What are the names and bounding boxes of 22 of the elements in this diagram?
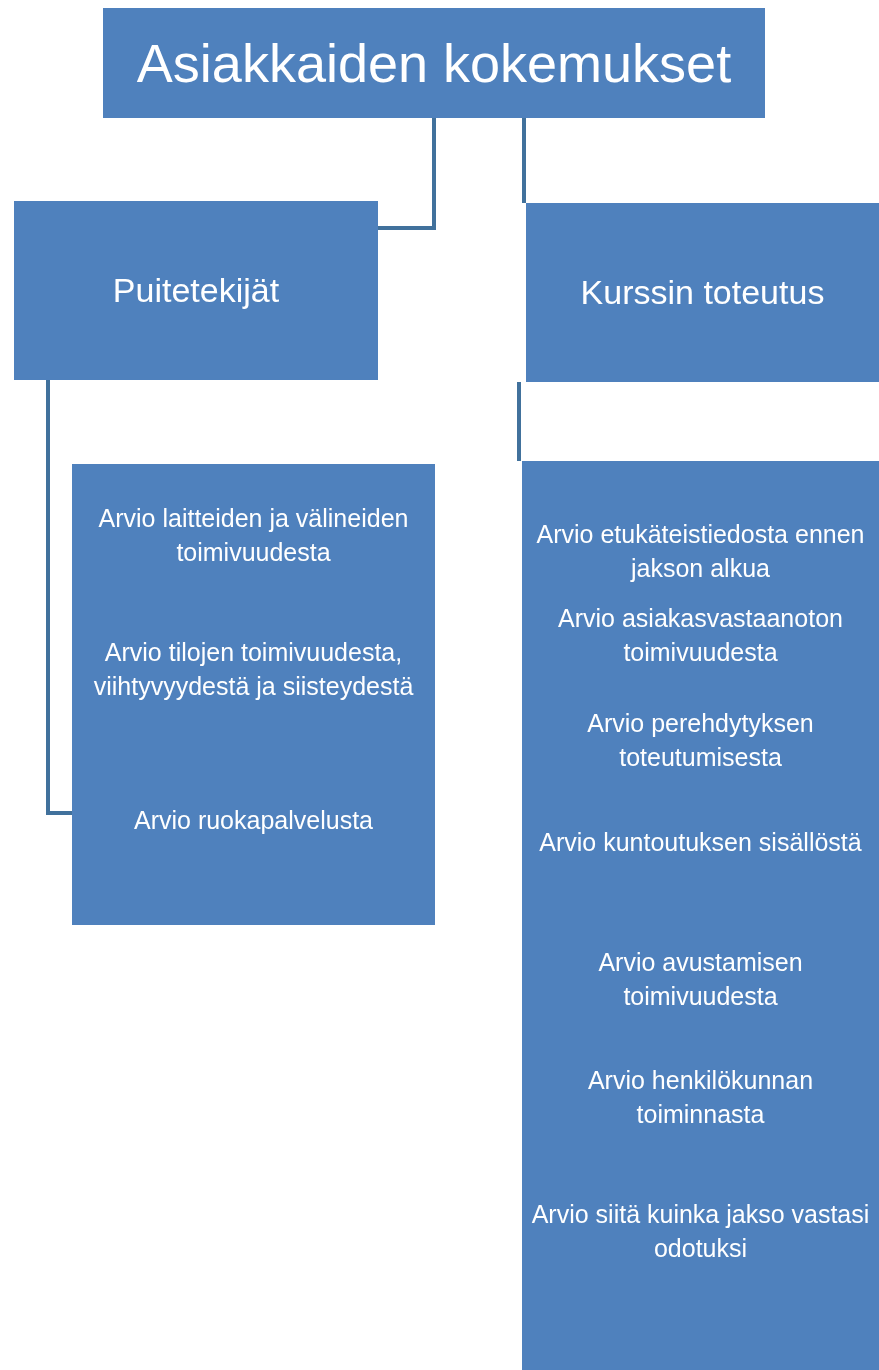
connector-line (517, 382, 521, 461)
criterion-text: Arvio etukäteistiedosta ennen jakson alkua (535, 519, 866, 584)
connector-line (522, 118, 526, 203)
criterion-text: Arvio avustamisen toimivuudesta (597, 947, 804, 1012)
heading-text: Asiakkaiden kokemukset (135, 31, 733, 95)
category-box (14, 201, 378, 380)
criterion-text: Arvio siitä kuinka jakso vastasi odotuksi (530, 1199, 871, 1264)
criteria-box (522, 461, 879, 1370)
category-box (526, 203, 879, 382)
criteria-box (72, 464, 435, 925)
criterion-text: Arvio henkilökunnan toiminnasta (586, 1065, 815, 1130)
connector-line (378, 118, 436, 230)
criterion-text: Arvio kuntoutuksen sisällöstä (538, 827, 863, 858)
heading-text: Puitetekijät (111, 269, 281, 311)
criterion-text: Arvio ruokapalvelusta (133, 805, 374, 836)
criterion-text: Arvio asiakasvastaanoton toimivuudesta (557, 603, 844, 668)
heading-text: Kurssin toteutus (579, 271, 826, 313)
criterion-text: Arvio tilojen toimivuudesta, viihtyvyydestä ja siisteydestä (92, 637, 415, 702)
title-box (103, 8, 765, 118)
connector-line (46, 380, 72, 815)
criterion-text: Arvio perehdytyksen toteutumisesta (586, 708, 815, 773)
criterion-text: Arvio laitteiden ja välineiden toimivuudesta (97, 503, 410, 568)
